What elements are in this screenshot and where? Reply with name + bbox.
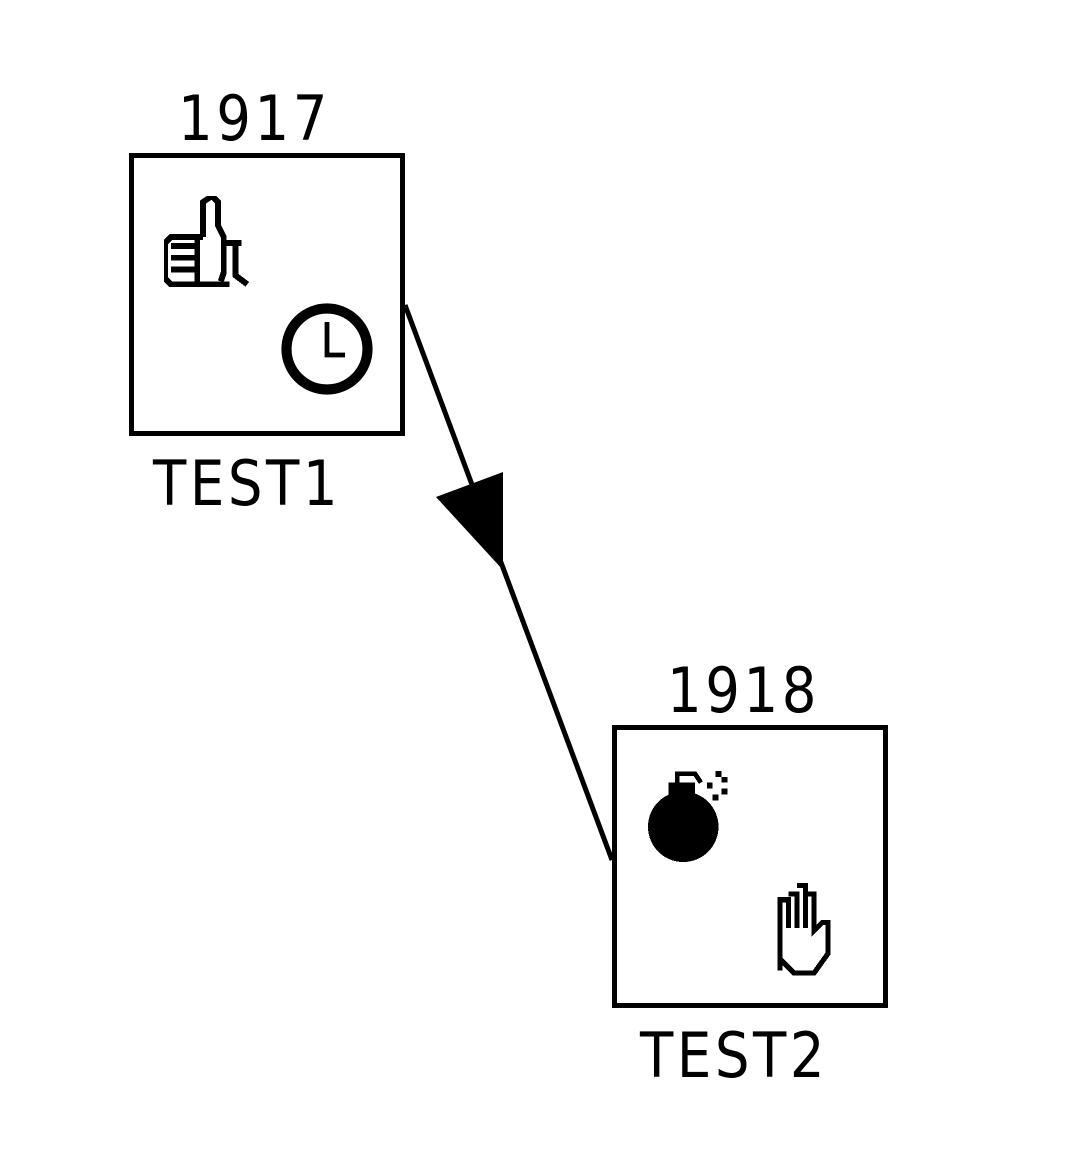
clock-icon bbox=[281, 303, 373, 395]
node-name-label: TEST2 bbox=[640, 1019, 829, 1092]
node-test2[interactable] bbox=[612, 725, 888, 1008]
edge-1917-to-1918[interactable] bbox=[402, 304, 615, 861]
node-id-label: 1918 bbox=[667, 654, 820, 727]
edge-arrowhead bbox=[436, 472, 503, 570]
node-id-label: 1917 bbox=[178, 82, 331, 155]
bomb-icon bbox=[647, 770, 728, 863]
node-test1[interactable] bbox=[129, 153, 405, 436]
node-name-label: TEST1 bbox=[153, 447, 342, 520]
thumbs-up-icon bbox=[164, 196, 250, 288]
hand-stop-icon bbox=[777, 883, 831, 976]
